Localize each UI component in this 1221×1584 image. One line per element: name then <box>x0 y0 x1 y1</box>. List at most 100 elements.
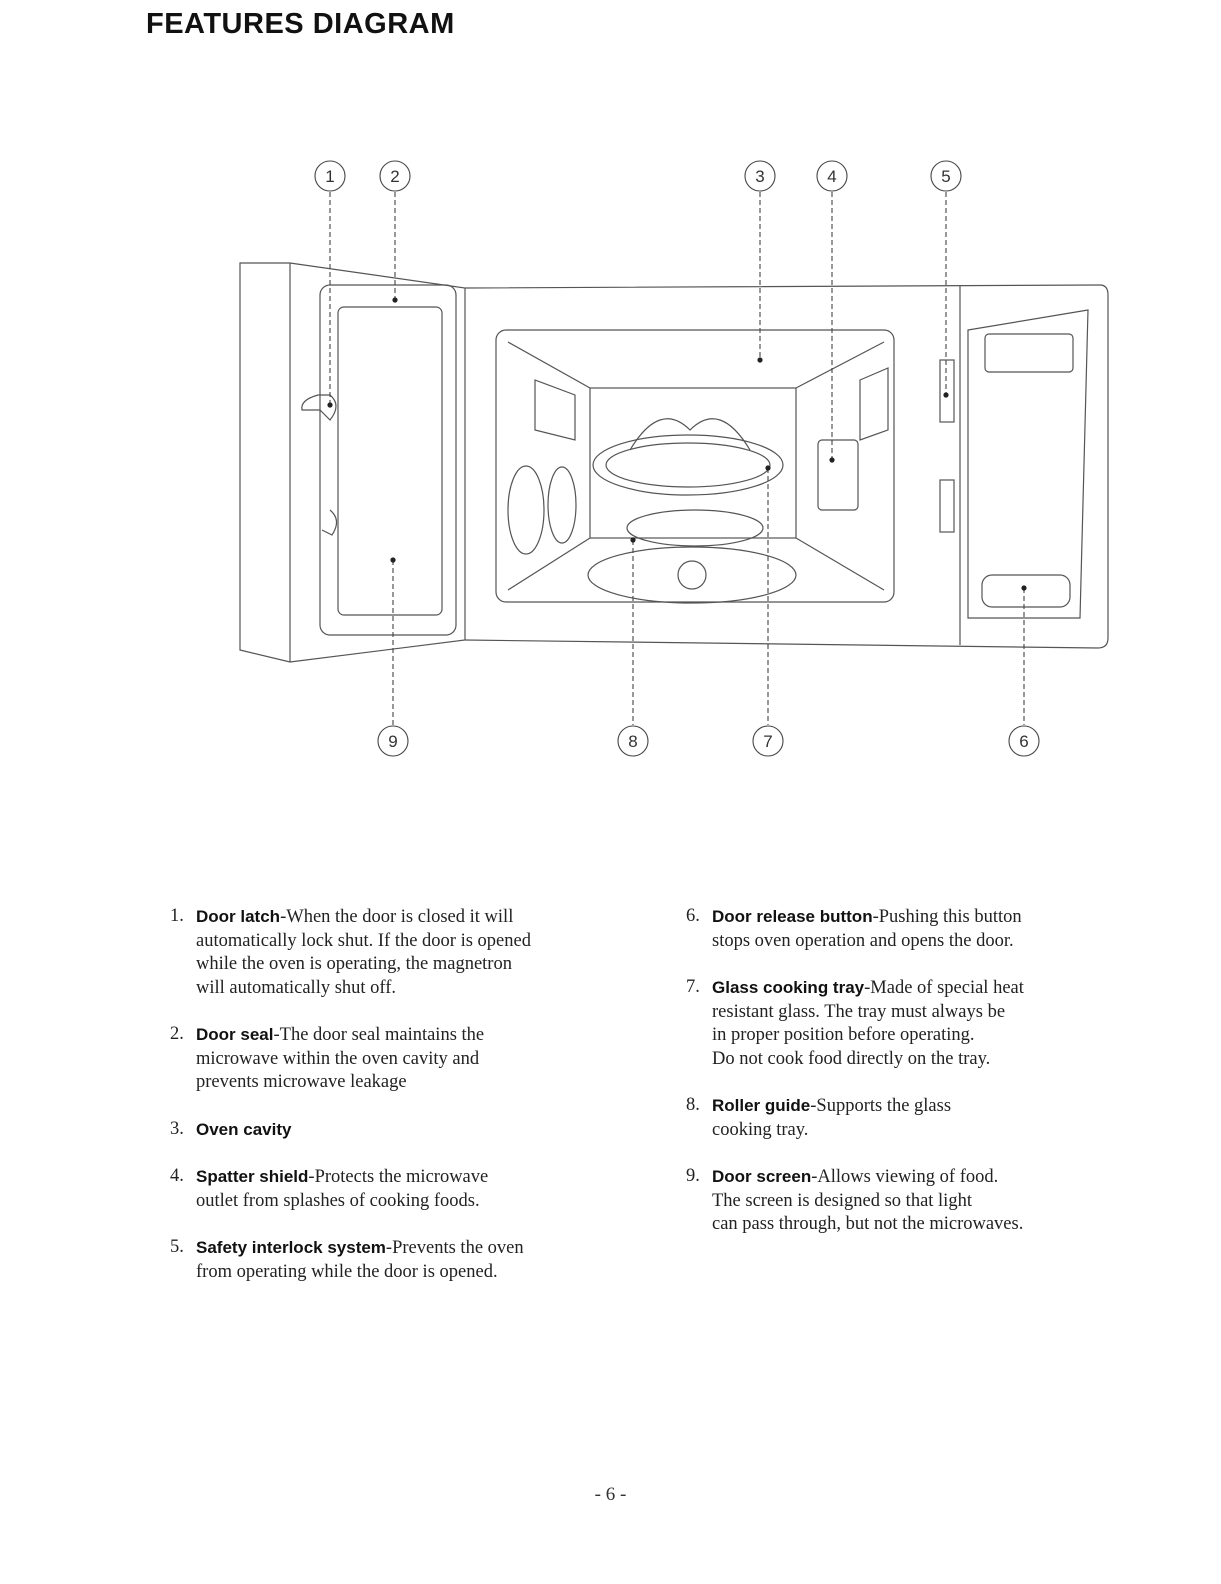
feature-line: will automatically shut off. <box>196 977 397 998</box>
feature-line: automatically lock shut. If the door is … <box>196 930 531 951</box>
callout-circle-5 <box>930 160 962 192</box>
callout-number-3: 3 <box>755 167 764 186</box>
feature-separator: - <box>864 978 871 998</box>
feature-item: 2. Door seal-The door seal maintains the… <box>170 1023 640 1095</box>
microwave-features-diagram: 1 2 3 4 5 9 8 7 6 <box>239 160 1109 757</box>
feature-name: Safety interlock system <box>196 1238 386 1257</box>
oven-cavity-inner <box>589 387 797 539</box>
callout-circle-9 <box>377 725 409 757</box>
feature-number: 8. <box>686 1095 700 1115</box>
feature-line: Do not cook food directly on the tray. <box>712 1048 991 1069</box>
door-screen-panel <box>337 306 443 616</box>
feature-line: while the oven is operating, the magnetr… <box>196 954 512 974</box>
feature-number: 5. <box>170 1237 184 1257</box>
features-list-right: 6. Door release button-Pushing this butt… <box>686 905 1156 1237</box>
feature-item: 3. Oven cavity <box>170 1118 640 1143</box>
feature-separator: - <box>273 1025 280 1045</box>
turntable-floor <box>587 546 797 604</box>
feature-line: from operating while the door is opened. <box>196 1261 498 1282</box>
feature-name: Door seal <box>196 1025 274 1044</box>
feature-item: 7. Glass cooking tray-Made of special he… <box>686 976 1156 1071</box>
feature-line: in proper position before operating. <box>712 1025 975 1045</box>
feature-name: Glass cooking tray <box>712 978 865 997</box>
feature-line: The door seal maintains the <box>279 1025 485 1045</box>
glass-tray <box>592 434 784 496</box>
interlock-switch-lower <box>939 479 955 533</box>
feature-separator: - <box>308 1167 315 1187</box>
feature-number: 1. <box>170 906 184 926</box>
callout-number-7: 7 <box>763 732 772 751</box>
feature-separator: - <box>810 1096 817 1116</box>
feature-item: 4. Spatter shield-Protects the microwave… <box>170 1165 640 1213</box>
callout-number-2: 2 <box>390 167 399 186</box>
feature-separator: - <box>280 907 287 927</box>
feature-name: Door screen <box>712 1167 812 1186</box>
feature-line: microwave within the oven cavity and <box>196 1048 480 1069</box>
callout-circle-7 <box>752 725 784 757</box>
door-latch-lower <box>321 509 338 536</box>
page-title: FEATURES DIAGRAM <box>146 8 455 40</box>
feature-line: Made of special heat <box>870 978 1024 998</box>
left-wall-bump <box>507 465 545 555</box>
feature-item: 8. Roller guide-Supports the glass cooki… <box>686 1094 1156 1142</box>
callout-number-1: 1 <box>325 167 334 186</box>
feature-item: 1. Door latch-When the door is closed it… <box>170 905 640 1000</box>
feature-number: 4. <box>170 1166 184 1186</box>
control-panel <box>967 309 1089 619</box>
interlock-switch-upper <box>939 359 955 423</box>
feature-item: 5. Safety interlock system-Prevents the … <box>170 1236 640 1284</box>
callout-circle-4 <box>816 160 848 192</box>
feature-line: resistant glass. The tray must always be <box>712 1001 1006 1022</box>
roller-guide <box>626 509 764 547</box>
door-latch-upper <box>301 394 337 421</box>
feature-name: Spatter shield <box>196 1167 309 1186</box>
callout-circle-8 <box>617 725 649 757</box>
page-number: - 6 - <box>594 1484 627 1505</box>
oven-cavity-back <box>495 329 895 603</box>
feature-number: 9. <box>686 1166 700 1186</box>
feature-line: can pass through, but not the microwaves… <box>712 1214 1024 1234</box>
feature-line: Pushing this button <box>878 907 1022 927</box>
turntable-hub <box>677 560 707 590</box>
callout-circle-1 <box>314 160 346 192</box>
feature-separator: - <box>811 1167 818 1187</box>
feature-line: When the door is closed it will <box>286 907 514 927</box>
feature-name: Door release button <box>712 907 873 926</box>
door-release-button-shape <box>981 574 1071 608</box>
left-wall-vent <box>534 379 576 441</box>
feature-number: 2. <box>170 1024 184 1044</box>
feature-line: prevents microwave leakage <box>196 1072 407 1092</box>
oven-top-edge <box>464 284 1109 649</box>
control-display <box>984 333 1074 373</box>
callout-number-4: 4 <box>827 167 836 186</box>
spatter-shield <box>817 439 859 511</box>
door-seal-frame <box>319 284 457 636</box>
glass-tray-inner <box>605 442 771 488</box>
feature-item: 9. Door screen-Allows viewing of food. T… <box>686 1165 1156 1237</box>
callout-number-9: 9 <box>388 732 397 751</box>
feature-line: Protects the microwave <box>314 1167 489 1187</box>
callout-circle-2 <box>379 160 411 192</box>
left-wall-bump <box>547 466 577 544</box>
feature-number: 6. <box>686 906 700 926</box>
feature-line: cooking tray. <box>712 1119 809 1140</box>
callout-number-5: 5 <box>941 167 950 186</box>
feature-name: Door latch <box>196 907 281 926</box>
feature-number: 3. <box>170 1118 184 1139</box>
feature-separator: - <box>872 907 879 927</box>
door-outline <box>239 262 466 663</box>
feature-number: 7. <box>686 977 700 997</box>
feature-line: outlet from splashes of cooking foods. <box>196 1190 480 1211</box>
callout-circle-6 <box>1008 725 1040 757</box>
feature-item: 6. Door release button-Pushing this butt… <box>686 905 1156 953</box>
callout-circle-3 <box>744 160 776 192</box>
right-wall-vent <box>859 367 889 441</box>
feature-line: Allows viewing of food. <box>817 1167 999 1187</box>
feature-name: Roller guide <box>712 1096 811 1115</box>
features-list-left: 1. Door latch-When the door is closed it… <box>170 905 640 1284</box>
feature-separator: - <box>385 1238 393 1258</box>
feature-name: Oven cavity <box>196 1119 292 1139</box>
feature-line: stops oven operation and opens the door. <box>712 930 1014 951</box>
feature-line: Prevents the oven <box>392 1238 524 1258</box>
feature-line: Supports the glass <box>816 1096 952 1116</box>
